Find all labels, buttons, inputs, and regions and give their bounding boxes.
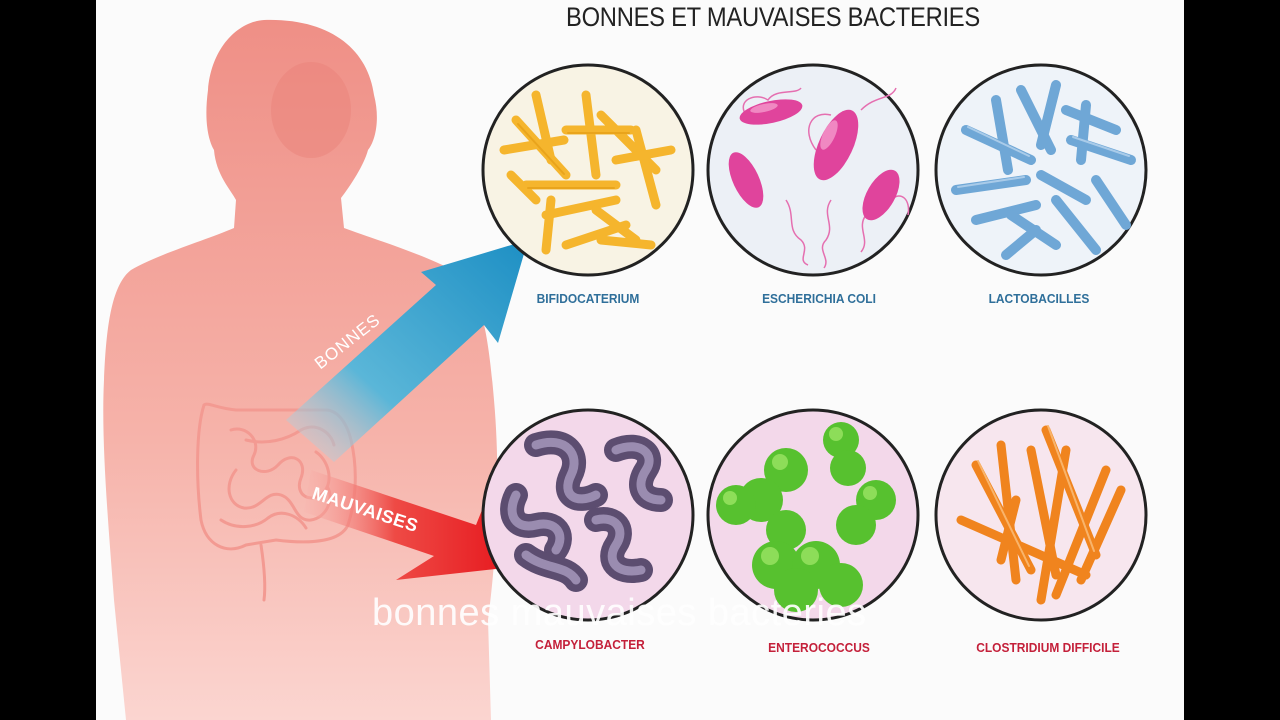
circle-bifidobacterium [481,63,695,277]
label-enterococcus: ENTEROCOCCUS [768,640,870,655]
circle-escherichia-coli [706,63,920,277]
good-arrow [286,240,528,462]
label-clostridium: CLOSTRIDIUM DIFFICILE [976,640,1120,655]
diagram-canvas: BONNES ET MAUVAISES BACTERIES BONNES MAU… [96,0,1184,720]
circle-clostridium [934,408,1148,622]
circle-campylobacter [481,408,695,622]
video-caption-overlay: bonnes mauvaises bacteries [372,592,867,634]
human-silhouette [103,19,498,720]
illustration [103,19,1148,720]
diagram-title: BONNES ET MAUVAISES BACTERIES [566,2,980,32]
bad-arrow [304,470,531,580]
label-campylobacter: CAMPYLOBACTER [535,637,645,652]
circle-lactobacilles [934,63,1148,277]
label-lactobacilles: LACTOBACILLES [988,291,1090,306]
label-bifidobacterium: BIFIDOCATERIUM [536,291,640,306]
circle-enterococcus [706,408,920,622]
label-escherichia-coli: ESCHERICHIA COLI [762,291,876,306]
